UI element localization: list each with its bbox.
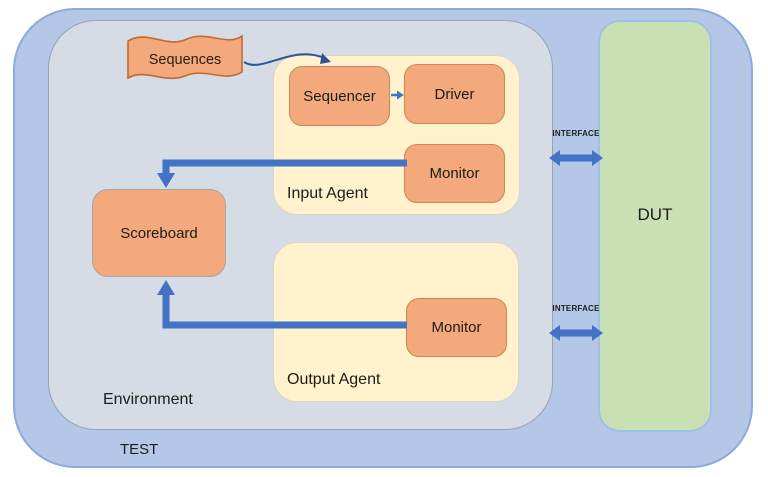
input-monitor-box: Monitor <box>404 144 505 203</box>
input-monitor-label: Monitor <box>429 165 480 182</box>
sequences-label: Sequences <box>148 52 222 68</box>
output-agent-label: Output Agent <box>287 371 381 388</box>
wave-shape-outline <box>127 34 243 80</box>
dut-box <box>598 20 712 432</box>
sequencer-label: Sequencer <box>303 87 376 105</box>
sequences-shape: Sequences <box>125 27 245 87</box>
scoreboard-box: Scoreboard <box>92 189 226 277</box>
interface-bottom-label: INTERFACE <box>552 304 600 313</box>
test-label: TEST <box>120 441 159 458</box>
scoreboard-label: Scoreboard <box>120 224 198 242</box>
driver-label: Driver <box>434 85 475 103</box>
input-agent-label: Input Agent <box>287 185 368 202</box>
output-monitor-label: Monitor <box>431 319 482 336</box>
environment-label: Environment <box>103 391 193 408</box>
output-monitor-box: Monitor <box>406 298 507 357</box>
interface-top-label: INTERFACE <box>552 129 600 138</box>
driver-box: Driver <box>404 64 505 124</box>
dut-label: DUT <box>637 205 673 224</box>
sequencer-box: Sequencer <box>289 66 390 126</box>
